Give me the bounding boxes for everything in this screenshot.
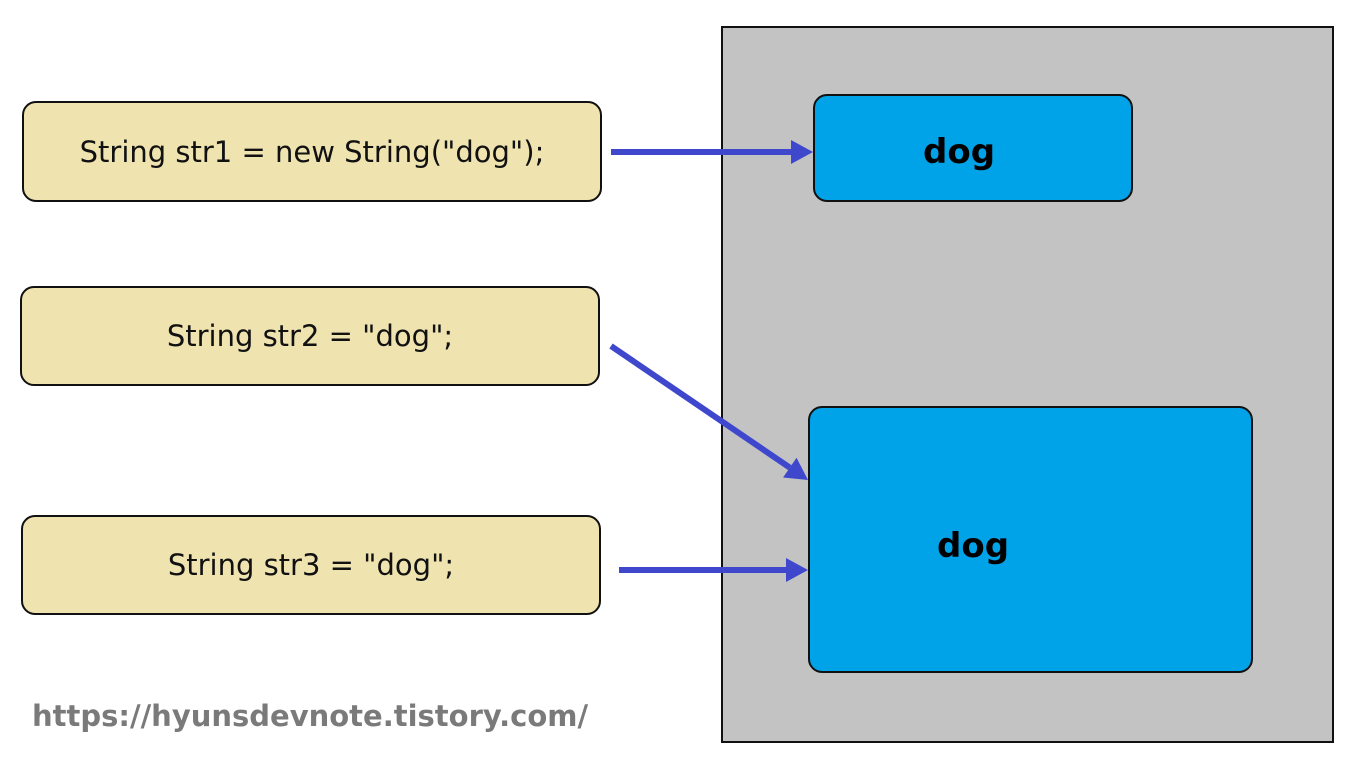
source-url: https://hyunsdevnote.tistory.com/ xyxy=(32,699,589,733)
statement-str1-box: String str1 = new String("dog"); xyxy=(22,101,602,202)
statement-str1-text: String str1 = new String("dog"); xyxy=(79,134,545,169)
statement-str3-text: String str3 = "dog"; xyxy=(167,548,455,582)
heap-object-new-string: dog xyxy=(813,94,1133,202)
statement-str2-box: String str2 = "dog"; xyxy=(20,286,600,386)
heap-object-new-string-label: dog xyxy=(923,132,996,172)
string-pool-object: dog xyxy=(808,406,1253,673)
statement-str3-box: String str3 = "dog"; xyxy=(21,515,601,615)
string-pool-object-label: dog xyxy=(937,526,1010,566)
statement-str2-text: String str2 = "dog"; xyxy=(166,319,454,353)
